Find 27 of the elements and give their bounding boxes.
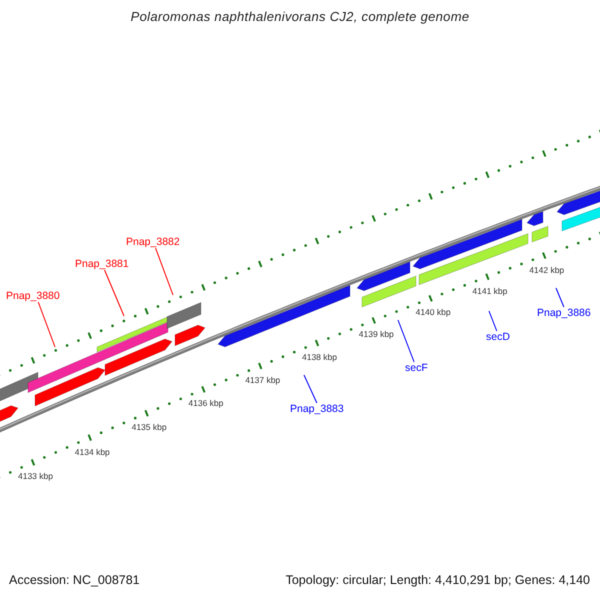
- scale-label: 4137 kbp: [245, 374, 280, 385]
- scale-label: 4142 kbp: [529, 264, 564, 275]
- scale-label: 4138 kbp: [302, 352, 337, 362]
- leader-line: [556, 288, 564, 308]
- scale-label: 4134 kbp: [74, 446, 110, 457]
- leader-line: [155, 248, 174, 296]
- title: Polaromonas naphthalenivorans CJ2, complete genome: [130, 9, 470, 24]
- scale-label: 4140 kbp: [416, 307, 451, 318]
- gene-label: Pnap_3882: [126, 236, 180, 248]
- gene-label: Pnap_3881: [75, 258, 129, 270]
- gene-label: secD: [486, 331, 510, 343]
- leader-line: [304, 374, 318, 404]
- leader-line: [38, 302, 56, 348]
- scale-label: 4141 kbp: [472, 286, 508, 296]
- leader-line: [398, 320, 415, 362]
- scale-label: 4136 kbp: [188, 398, 224, 408]
- gene-label: Pnap_3886: [537, 307, 591, 319]
- gene-label: Pnap_3880: [6, 290, 60, 302]
- scale-label: 4133 kbp: [18, 471, 53, 482]
- gene-label: secF: [405, 362, 428, 374]
- genome-info-text: Topology: circular; Length: 4,410,291 bp; Genes: 4,140: [286, 573, 590, 587]
- leader-line: [488, 310, 498, 332]
- scale-label: 4135 kbp: [132, 422, 167, 432]
- accession-text: Accession: NC_008781: [9, 573, 140, 587]
- leader-line: [104, 270, 124, 316]
- scale-label: 4139 kbp: [358, 329, 394, 340]
- gene-label: Pnap_3883: [290, 403, 344, 415]
